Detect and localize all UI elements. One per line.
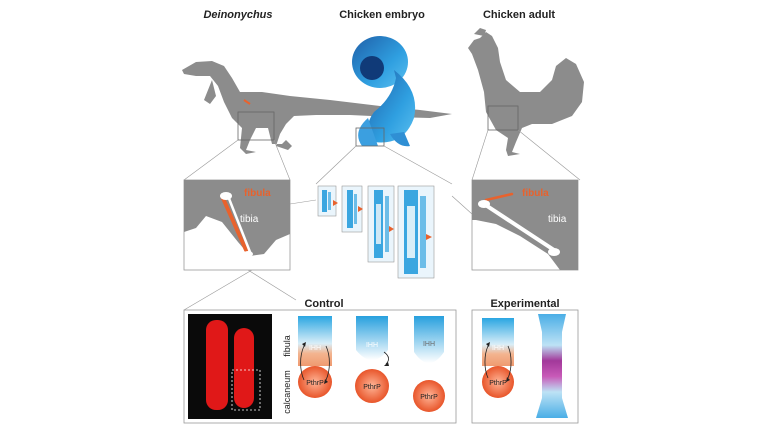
experimental-diagram	[482, 318, 514, 398]
embryo-zoom-box	[355, 127, 385, 147]
fluorescence-zoom-box	[231, 369, 261, 411]
deinonychus-knee	[220, 192, 232, 200]
control-stage-1	[298, 316, 332, 398]
deinonychus-tibia-label: tibia	[240, 214, 259, 225]
embryo-bone-stages	[317, 185, 435, 279]
adult-fibula-label: fibula	[522, 188, 549, 199]
title-chicken-embryo: Chicken embryo	[339, 9, 425, 21]
control-stage-3	[413, 316, 445, 412]
side-label-calcaneum: calcaneum	[282, 370, 292, 414]
red-stain-right	[234, 328, 254, 408]
zoom-connectors	[183, 129, 581, 311]
control-ihh-label-3: IHH	[423, 341, 435, 348]
red-stain-left	[206, 320, 228, 410]
deinonychus-zoom-box	[237, 111, 275, 141]
chicken-embryo	[352, 36, 416, 147]
experimental-ihh-label: IHH	[492, 345, 504, 352]
experimental-stained-bone	[536, 314, 568, 418]
deinonychus-fibula-label: fibula	[244, 188, 271, 199]
control-title: Control	[304, 298, 343, 310]
adult-knee	[478, 200, 490, 208]
title-chicken-adult: Chicken adult	[483, 9, 555, 21]
deinonychus-fibula-bone	[220, 194, 248, 252]
adult-ankle	[548, 248, 560, 256]
control-pthrp-label-3: PthrP	[420, 394, 438, 401]
deinonychus-silhouette	[182, 61, 452, 154]
deinonychus-ankle	[243, 251, 253, 257]
adult-zoom-box	[487, 105, 519, 131]
deinonychus-tibia-bone	[226, 194, 252, 254]
control-pthrp-label-1: PthrP	[306, 380, 324, 387]
control-ihh-label-1: IHH	[309, 345, 321, 352]
control-ihh-label-2: IHH	[366, 342, 378, 349]
chicken-adult-silhouette	[468, 28, 584, 156]
fluorescence-image	[188, 314, 272, 419]
control-stage-2	[355, 316, 389, 403]
side-label-fibula: fibula	[282, 335, 292, 357]
control-pthrp-label-2: PthrP	[363, 384, 381, 391]
adult-fibula-bone	[484, 192, 514, 202]
adult-tibia-label: tibia	[548, 214, 567, 225]
deinonychus-leg-bone	[243, 99, 251, 105]
experimental-title: Experimental	[490, 298, 559, 310]
experimental-pthrp-label: PthrP	[489, 380, 507, 387]
adult-tibia-bone	[482, 202, 556, 252]
title-deinonychus: Deinonychus	[203, 9, 272, 21]
